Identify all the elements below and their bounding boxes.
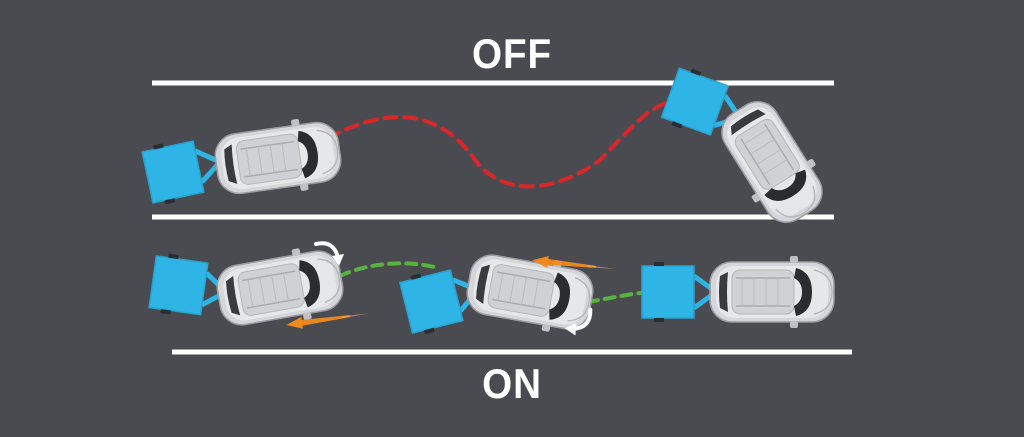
corrected-path-on — [338, 261, 440, 278]
car-icon — [210, 112, 346, 204]
car-icon — [709, 255, 835, 329]
trailer-icon — [642, 262, 716, 322]
car-icon — [707, 89, 837, 235]
corrected-path-on-2 — [586, 290, 650, 304]
car-icon — [461, 245, 599, 339]
label-on: ON — [482, 360, 542, 407]
label-off: OFF — [471, 30, 553, 77]
trailer-icon — [141, 133, 226, 207]
sway-path-off — [326, 96, 690, 189]
